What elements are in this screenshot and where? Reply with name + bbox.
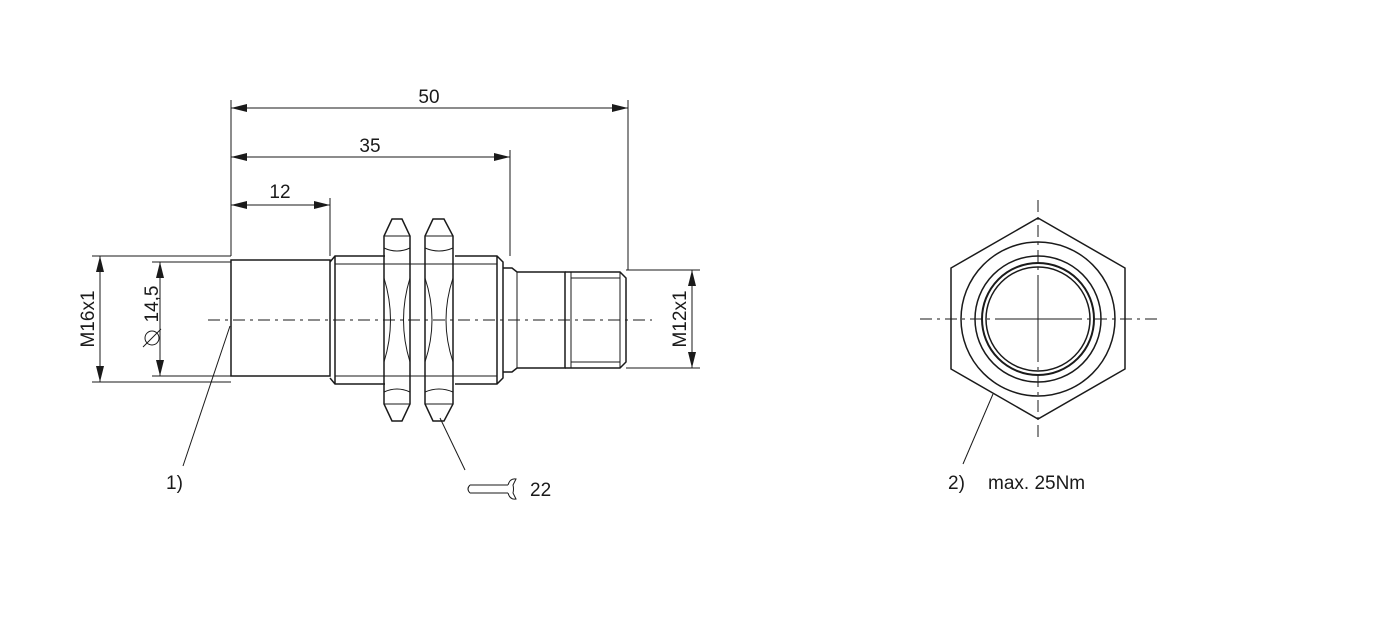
sensor-neck	[503, 267, 566, 373]
wrench-icon	[467, 478, 517, 500]
dim-35-label: 35	[359, 136, 380, 157]
nut-face-circle	[960, 241, 1116, 397]
torque-label: max. 25Nm	[988, 473, 1085, 494]
sensor-face-outer	[974, 255, 1102, 383]
diameter-icon	[142, 328, 162, 348]
nut-2-chamfer	[424, 235, 454, 405]
nut-1-chamfer	[383, 235, 411, 405]
threaded-body	[329, 255, 385, 385]
hex-nut-outline	[950, 217, 1126, 420]
dim-dia-label: 14,5	[142, 286, 163, 323]
side-view	[208, 218, 652, 422]
sensor-front	[230, 259, 331, 377]
dim-m16-label: M16x1	[78, 290, 99, 347]
note1-label: 1)	[166, 473, 183, 494]
note2-label: 2)	[948, 473, 965, 494]
dim-50-label: 50	[418, 87, 439, 108]
sensor-face-mid	[981, 262, 1095, 376]
wrench-leader	[439, 417, 466, 471]
dim-m12-label: M12x1	[670, 290, 691, 347]
note1-leader	[182, 325, 231, 467]
dimension-lines: 50 35 12 M16x1 14,5 M	[78, 87, 700, 383]
threaded-body-2	[455, 255, 504, 385]
wrench-size-label: 22	[530, 480, 551, 501]
front-view: 2) max. 25Nm	[920, 200, 1160, 494]
dim-12-label: 12	[269, 182, 290, 203]
sensor-face-inner	[985, 266, 1091, 372]
nut-1	[383, 218, 411, 422]
connector	[565, 271, 627, 369]
notes: 1) 22	[166, 325, 551, 501]
note2-leader	[962, 393, 994, 465]
nut-2	[424, 218, 454, 422]
